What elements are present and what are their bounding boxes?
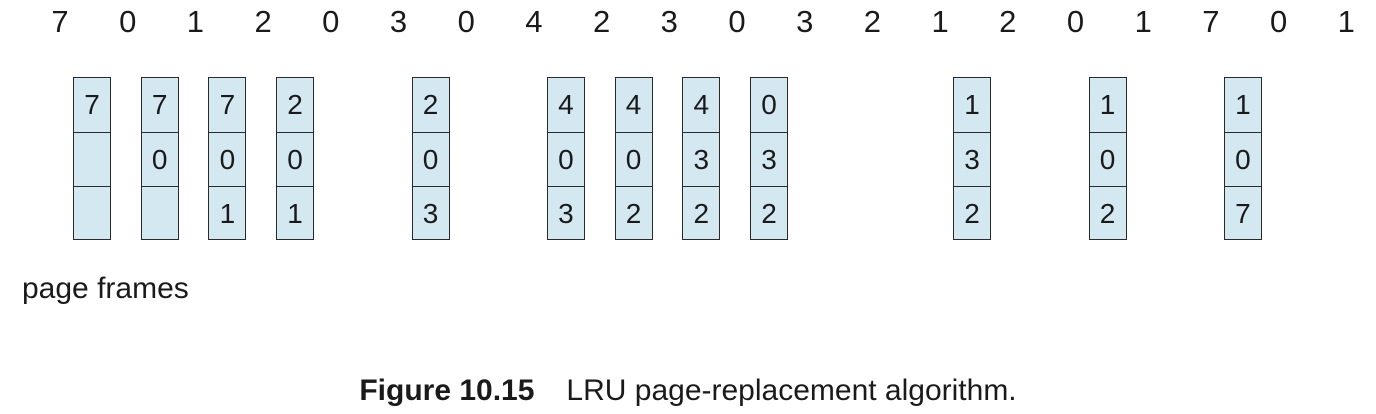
reference-item: 3 — [796, 4, 814, 39]
reference-item: 0 — [119, 4, 137, 39]
frame-cell: 4 — [625, 89, 642, 120]
reference-item: 2 — [254, 4, 272, 39]
frame-cell: 1 — [1235, 89, 1251, 120]
reference-item: 7 — [51, 4, 69, 39]
frame-cell: 7 — [219, 89, 236, 120]
reference-item: 3 — [389, 4, 408, 39]
reference-item: 0 — [1269, 4, 1288, 39]
frame-cell: 7 — [1224, 186, 1261, 240]
frame-column: 7 — [73, 77, 111, 240]
frame-cell: 7 — [84, 89, 100, 120]
page-frames-label: page frames — [22, 272, 189, 305]
frame-cell: 4 — [558, 89, 574, 120]
reference-item: 1 — [1134, 4, 1152, 39]
frame-cell: 3 — [547, 186, 584, 240]
reference-item: 2 — [592, 4, 611, 39]
frame-cell: 2 — [615, 186, 652, 240]
reference-item: 2 — [999, 4, 1017, 39]
reference-item: 4 — [525, 4, 543, 39]
reference-item: 1 — [1337, 4, 1355, 39]
frame-cell: 0 — [615, 132, 652, 186]
frame-cell: 0 — [209, 132, 246, 186]
reference-item: 1 — [186, 4, 205, 39]
reference-item: 0 — [728, 4, 746, 39]
frame-cell: 2 — [954, 186, 991, 240]
reference-item: 2 — [863, 4, 882, 39]
frame-cell: 3 — [751, 132, 787, 186]
reference-item: 3 — [660, 4, 678, 39]
frame-cell: 2 — [751, 186, 787, 240]
figure-title: LRU page-replacement algorithm. — [566, 374, 1017, 407]
frame-cell: 0 — [277, 132, 314, 186]
frame-cell: 4 — [693, 89, 710, 120]
reference-item: 7 — [1202, 4, 1220, 39]
figure-number: Figure 10.15 — [359, 374, 535, 407]
frame-cell: 0 — [1089, 132, 1126, 186]
frame-cell — [141, 186, 178, 240]
frame-cell: 3 — [954, 132, 991, 186]
reference-item: 0 — [322, 4, 340, 39]
frame-cell: 0 — [1224, 132, 1261, 186]
frame-cell: 2 — [683, 186, 720, 240]
frame-cell: 0 — [412, 132, 449, 186]
frame-cell: 3 — [683, 132, 720, 186]
frame-cell — [74, 132, 110, 186]
frame-cell: 0 — [761, 89, 777, 120]
frame-cell: 1 — [277, 186, 314, 240]
frame-cell: 1 — [964, 89, 980, 120]
frame-cell — [74, 186, 110, 240]
figure-caption: Figure 10.15 LRU page-replacement algorit… — [0, 371, 1376, 411]
frame-cell: 1 — [209, 186, 246, 240]
frame-cell: 2 — [1089, 186, 1126, 240]
reference-item: 0 — [457, 4, 475, 39]
frame-cell: 3 — [412, 186, 449, 240]
frame-cell: 0 — [141, 132, 178, 186]
reference-item: 1 — [931, 4, 949, 39]
frame-cell: 2 — [287, 89, 303, 120]
reference-item: 0 — [1066, 4, 1085, 39]
frame-cell: 2 — [422, 89, 439, 120]
frame-cell: 1 — [1099, 89, 1116, 120]
frame-cell: 0 — [547, 132, 584, 186]
frame-cell: 7 — [151, 89, 168, 120]
